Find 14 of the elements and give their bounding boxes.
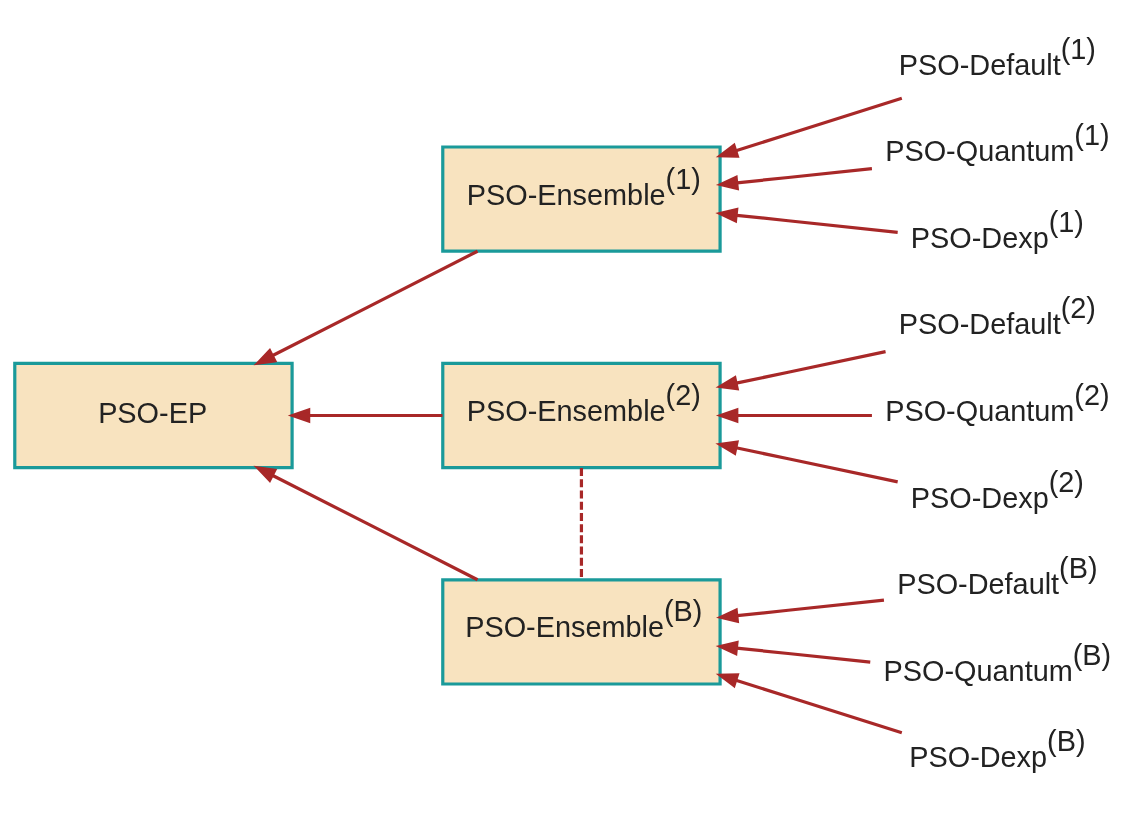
arrow [715, 672, 903, 734]
arrow [253, 465, 479, 581]
arrow [715, 207, 898, 234]
connector [579, 467, 584, 579]
arrow [287, 407, 443, 423]
arrow [715, 439, 899, 483]
arrow [253, 249, 479, 365]
arrow [715, 407, 872, 423]
arrow [716, 598, 885, 623]
arrow [715, 96, 903, 158]
arrow [715, 639, 871, 664]
node-box: PSO-EP [13, 361, 294, 469]
arrow [715, 166, 873, 191]
arrow [715, 349, 886, 391]
